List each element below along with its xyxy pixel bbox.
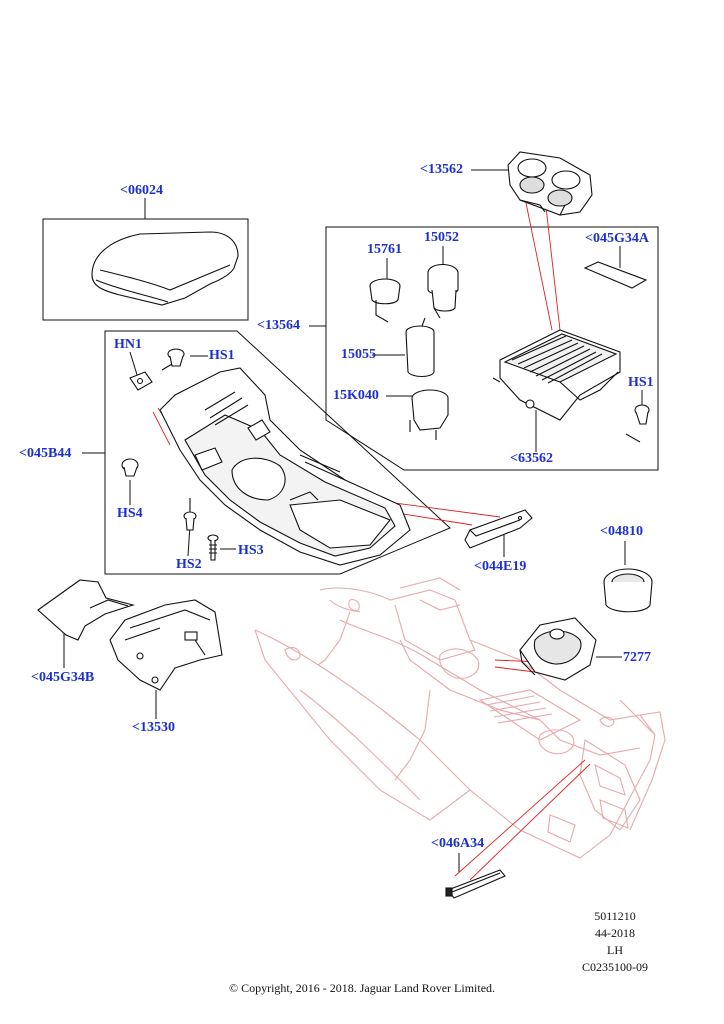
callout-13562[interactable]: <13562 bbox=[420, 162, 463, 177]
bracket-13530 bbox=[109, 599, 223, 691]
callout-13530[interactable]: <13530 bbox=[132, 720, 175, 735]
shift-surround-7277 bbox=[519, 617, 597, 681]
callout-HS1-right[interactable]: HS1 bbox=[628, 375, 654, 390]
callout-045B44[interactable]: <045B44 bbox=[19, 446, 72, 461]
callout-HS3[interactable]: HS3 bbox=[238, 543, 264, 558]
clip-hs1-left bbox=[161, 348, 185, 371]
copyright-text: © Copyright, 2016 - 2018. Jaguar Land Ro… bbox=[228, 981, 496, 995]
callout-HN1[interactable]: HN1 bbox=[114, 337, 142, 352]
callout-7277[interactable]: 7277 bbox=[623, 650, 651, 665]
trim-panel-045G34B bbox=[37, 579, 135, 641]
upper-console-box bbox=[325, 226, 659, 471]
trim-pad-045G34A bbox=[583, 261, 648, 289]
callout-HS4[interactable]: HS4 bbox=[117, 506, 143, 521]
socket-cap-15052 bbox=[427, 263, 459, 319]
callout-06024[interactable]: <06024 bbox=[120, 183, 163, 198]
meta-line-4: C0235100-09 bbox=[582, 960, 648, 974]
callout-15052[interactable]: 15052 bbox=[424, 230, 459, 245]
meta-line-2: 44-2018 bbox=[595, 926, 635, 940]
callout-63562[interactable]: <63562 bbox=[510, 451, 553, 466]
callout-HS1-left[interactable]: HS1 bbox=[209, 348, 235, 363]
trim-strip-046A34 bbox=[445, 869, 506, 899]
meta-line-3: LH bbox=[607, 943, 623, 957]
callout-044E19[interactable]: <044E19 bbox=[474, 559, 527, 574]
drawing-meta: 5011210 44-2018 LH C0235100-09 bbox=[570, 908, 660, 976]
cupholder-insert-part bbox=[507, 151, 593, 216]
callout-15K040[interactable]: 15K040 bbox=[333, 388, 379, 403]
socket-cap-15761 bbox=[369, 278, 401, 323]
power-socket-15055 bbox=[405, 317, 435, 378]
callout-04810[interactable]: <04810 bbox=[600, 524, 643, 539]
screw-hs2 bbox=[183, 498, 197, 531]
callout-045G34A[interactable]: <045G34A bbox=[585, 231, 649, 246]
upper-console-63562 bbox=[492, 329, 621, 421]
armrest-lid-part bbox=[91, 231, 239, 306]
callout-046A34[interactable]: <046A34 bbox=[431, 836, 485, 851]
clip-hs1-right bbox=[625, 404, 650, 443]
clip-hs4 bbox=[121, 458, 139, 477]
trim-strip-044E19 bbox=[464, 509, 533, 549]
leader-lines bbox=[63, 169, 643, 872]
console-frame bbox=[104, 330, 451, 575]
cup-holder-04810 bbox=[603, 568, 653, 613]
callout-15761[interactable]: 15761 bbox=[367, 242, 402, 257]
callout-15055[interactable]: 15055 bbox=[341, 347, 376, 362]
callout-HS2[interactable]: HS2 bbox=[176, 557, 202, 572]
screw-hs3 bbox=[207, 534, 219, 561]
ghost-console-assembly bbox=[254, 577, 666, 859]
nut-hn1 bbox=[129, 371, 153, 391]
callout-045G34B[interactable]: <045G34B bbox=[31, 670, 95, 685]
socket-housing-15K040 bbox=[409, 389, 449, 440]
meta-line-1: 5011210 bbox=[594, 909, 636, 923]
callout-13564[interactable]: <13564 bbox=[257, 318, 300, 333]
console-frame-part bbox=[159, 367, 411, 566]
